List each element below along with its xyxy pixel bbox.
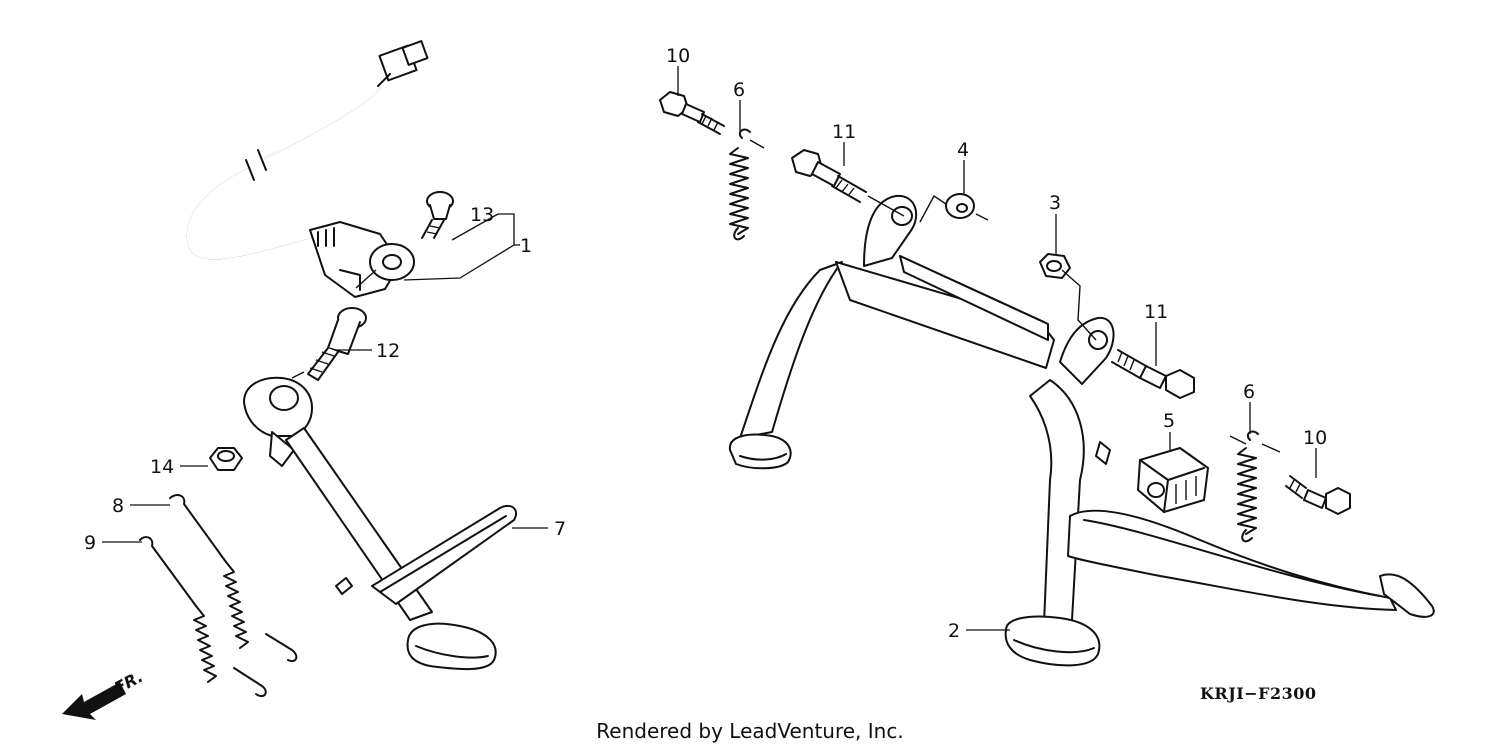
nut-14: [209, 447, 243, 471]
callout-2: 2: [948, 620, 960, 642]
callout-10-lower: 10: [1303, 427, 1327, 449]
callout-11-upper: 11: [832, 121, 856, 143]
main-stand: [728, 194, 1435, 667]
callout-12: 12: [376, 340, 400, 362]
side-stand-switch-harness: [186, 40, 429, 298]
spring-8: [169, 494, 298, 662]
bolt-13: [421, 191, 454, 239]
callout-labels: 1 2 3 4 5 6 6 7 8 9 10 10 11 11 12 13 14: [84, 45, 1327, 642]
callout-10-upper: 10: [666, 45, 690, 67]
callout-4: 4: [957, 139, 969, 161]
bolt-11-upper: [791, 149, 867, 203]
bolt-11-lower: [1111, 349, 1195, 399]
callout-3: 3: [1049, 192, 1061, 214]
callout-5: 5: [1163, 410, 1175, 432]
callout-7: 7: [554, 518, 566, 540]
spring-9: [139, 536, 267, 698]
washer-4: [945, 193, 975, 219]
credit-text: Rendered by LeadVenture, Inc.: [596, 719, 903, 743]
callout-13: 13: [470, 204, 494, 226]
side-stand: [243, 376, 518, 671]
rubber-5: [1137, 447, 1209, 513]
spring-6-lower: [1237, 430, 1259, 543]
callout-6-upper: 6: [733, 79, 745, 101]
callout-1: 1: [520, 235, 532, 257]
callout-14: 14: [150, 456, 174, 478]
callout-6-lower: 6: [1243, 381, 1255, 403]
bolt-10-lower: [1285, 475, 1351, 515]
callout-8: 8: [112, 495, 124, 517]
front-direction-arrow: FR.: [62, 667, 146, 720]
leader-lines: [102, 66, 1317, 631]
nut-3: [1039, 253, 1071, 279]
callout-9: 9: [84, 532, 96, 554]
callout-11-lower: 11: [1144, 301, 1168, 323]
assembly-guide-lines: [291, 139, 1281, 453]
spring-6-upper: [729, 128, 751, 241]
pivot-bolt-12: [307, 307, 367, 381]
drawing-code: KRJI−F2300: [1200, 684, 1317, 703]
bolt-10-upper: [659, 91, 725, 135]
